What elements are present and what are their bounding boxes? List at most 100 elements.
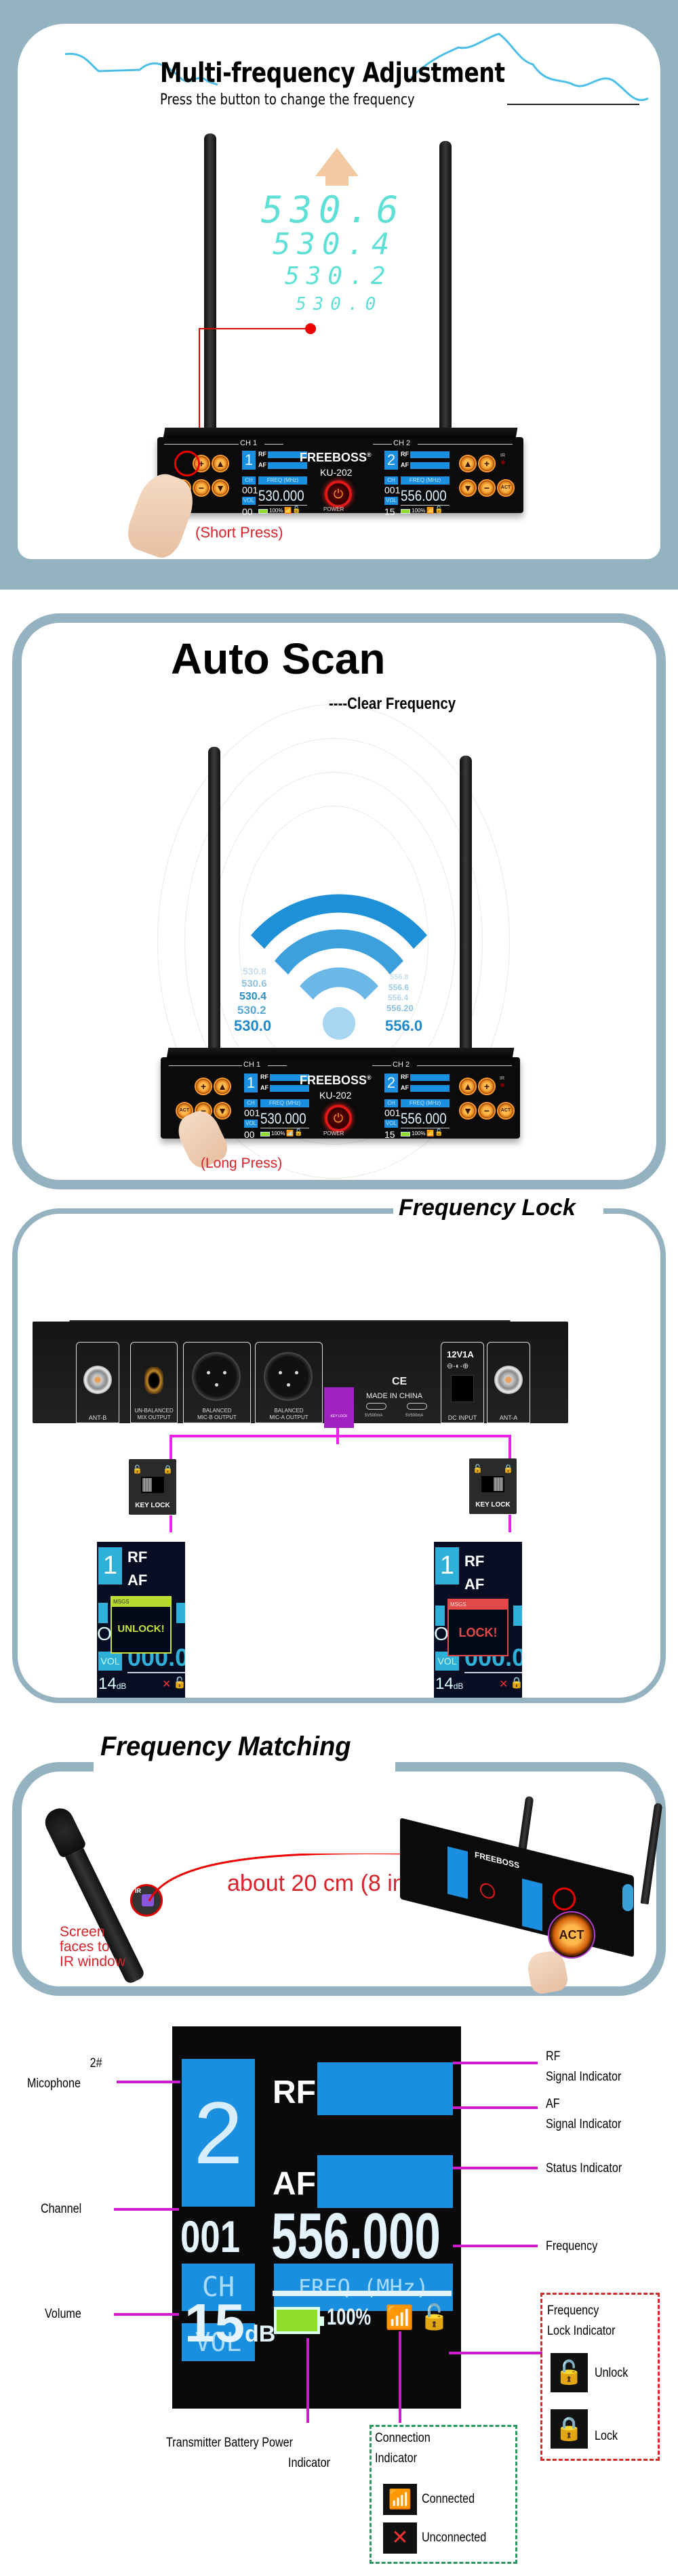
key-lock-locked[interactable]: 🔓 🔒 KEY LOCK xyxy=(469,1458,517,1514)
lcd-closeup: 2 RF AF CH FREQ (MHz) xyxy=(172,2026,461,2333)
ch2-display xyxy=(522,1878,542,1931)
lock-message: LOCK! xyxy=(458,1626,498,1639)
port-label: DC INPUT xyxy=(447,1414,477,1421)
ch1-line-left xyxy=(169,1065,242,1066)
power-label: POWER xyxy=(323,1130,344,1137)
key-lock-unlocked[interactable]: 🔓 🔒 KEY LOCK xyxy=(129,1459,176,1515)
port-dc-input: 12V1A ⊖-◐-⊕ DC INPUT xyxy=(441,1342,484,1423)
unlock-icon: 🔓 xyxy=(294,1129,303,1137)
rf-label: RF xyxy=(464,1553,485,1570)
channel-value: 001 xyxy=(180,2211,241,2262)
port-ant-b: ANT-B xyxy=(76,1342,119,1423)
ch-label: CH xyxy=(242,476,256,485)
no-connection-icon: ✕ xyxy=(162,1679,172,1690)
port-label: ANT-A xyxy=(499,1414,518,1421)
down-button[interactable]: ▼ xyxy=(212,479,229,497)
battery-percent: 100% xyxy=(269,508,283,514)
ce-mark: CE xyxy=(392,1376,407,1387)
power-button[interactable]: ⏻ xyxy=(325,1105,352,1132)
switch-knob[interactable] xyxy=(494,1477,503,1491)
screen-note: Screen faces to IR window xyxy=(60,1925,125,1969)
rf-bar xyxy=(410,451,450,458)
plus-button[interactable]: + xyxy=(478,455,496,472)
jack-connector-icon xyxy=(144,1367,163,1394)
power-button[interactable]: ⏻ xyxy=(325,481,352,508)
polarity-icon: ⊖-◐-⊕ xyxy=(447,1362,469,1370)
ch2-header: CH 2 xyxy=(393,439,411,447)
brand-logo: FREEBOSS® xyxy=(300,451,372,465)
down-button[interactable]: ▼ xyxy=(459,1102,477,1120)
vol-label: VOL xyxy=(182,2323,255,2361)
af-bar xyxy=(268,462,307,469)
multi-frequency-card: Multi-frequency Adjustment Press the but… xyxy=(18,24,660,559)
af-label: AF xyxy=(127,1572,148,1589)
scan-right-freq: 556.8 xyxy=(390,973,409,981)
section-title: Frequency Lock xyxy=(399,1195,576,1221)
plus-button[interactable]: + xyxy=(478,1078,496,1095)
section-title: Auto Scan xyxy=(171,634,386,683)
down-button[interactable]: ▼ xyxy=(459,479,477,497)
pointer-line-vertical xyxy=(199,328,200,470)
volume-value: 14dB xyxy=(98,1675,126,1694)
key-lock-switch[interactable]: KEY LOCK xyxy=(324,1387,354,1428)
minus-button[interactable]: − xyxy=(478,1102,496,1120)
annotation-line xyxy=(453,2106,538,2109)
volume-value: 00 xyxy=(244,1129,255,1140)
section-subtitle: Press the button to change the frequency xyxy=(160,91,415,108)
connected-icon: 📶 xyxy=(385,2305,414,2331)
divider xyxy=(127,1672,185,1673)
unlock-icon: 🔓 xyxy=(435,506,443,514)
lock-message-box: MSGS LOCK! xyxy=(447,1599,509,1656)
receiver-top xyxy=(163,428,518,438)
pointer-line xyxy=(199,328,311,329)
ch1-number: 1 xyxy=(244,1074,258,1092)
ch-box xyxy=(435,1606,445,1626)
down-button[interactable]: ▼ xyxy=(214,1102,231,1120)
annotation-line xyxy=(114,2313,179,2316)
minus-button[interactable]: − xyxy=(478,479,496,497)
model-number: KU-202 xyxy=(320,467,353,478)
ch1-display xyxy=(447,1846,468,1899)
up-button[interactable]: ▲ xyxy=(459,455,477,472)
port-label: BALANCED MIC-A OUTPUT xyxy=(269,1408,308,1420)
port-mic-a-output: BALANCED MIC-A OUTPUT xyxy=(255,1342,323,1423)
up-button[interactable]: ▲ xyxy=(459,1078,477,1095)
short-press-label: (Short Press) xyxy=(195,524,283,541)
frequency-value: 556.000 xyxy=(401,487,447,504)
minus-button[interactable]: − xyxy=(193,479,210,497)
up-button[interactable]: ▲ xyxy=(214,1078,231,1095)
rf-label: RF xyxy=(401,451,409,457)
lock-label: Lock xyxy=(595,2429,618,2443)
act-button[interactable]: ACT xyxy=(497,1102,515,1120)
plus-button[interactable]: + xyxy=(195,1078,212,1095)
ir-label: IR xyxy=(500,1076,504,1081)
power-button[interactable] xyxy=(480,1881,495,1900)
screen-note-line: IR window xyxy=(60,1954,125,1969)
up-button[interactable]: ▲ xyxy=(212,455,229,472)
lock-icon: 🔒 xyxy=(551,2409,588,2449)
receiver-front-panel: CH 1 CH 2 + ▲ ACT − ▼ 1 RF AF CH FREQ (M… xyxy=(157,428,523,517)
switch-knob[interactable] xyxy=(142,1478,152,1492)
annotation-battery-2: Indicator xyxy=(288,2456,330,2470)
act-button-large[interactable]: ACT xyxy=(548,1911,595,1959)
arrow-up-icon xyxy=(315,148,359,176)
act-button[interactable]: ACT xyxy=(497,479,515,497)
ch-box xyxy=(98,1603,108,1623)
ch1-line-right xyxy=(264,444,283,445)
battery-icon xyxy=(401,1132,410,1137)
divider xyxy=(464,1672,522,1673)
annotation-af-desc: Signal Indicator xyxy=(546,2117,622,2131)
annotation-line xyxy=(449,2352,542,2354)
unlock-icon: 🔓 xyxy=(435,1129,443,1137)
battery-percent: 100% xyxy=(271,1130,285,1137)
unlock-icon: 🔓 xyxy=(551,2353,588,2392)
pointer-dot xyxy=(305,323,316,334)
unlock-display: 1 RF AF O( VOL 000.00 14dB ✕ 🔓 MSGS UNLO… xyxy=(97,1542,185,1698)
ch-label: CH xyxy=(182,2264,255,2311)
connection-indicator-box xyxy=(370,2425,517,2564)
battery-percent: 100% xyxy=(412,508,426,514)
usb-c-port-icon[interactable] xyxy=(366,1403,386,1410)
screen-note-line: faces to xyxy=(60,1939,110,1955)
usb-c-port-icon[interactable] xyxy=(407,1403,427,1410)
ch1-display: 1 RF AF CH FREQ (MHz) 001 VOL 530.000 00… xyxy=(244,1072,312,1140)
